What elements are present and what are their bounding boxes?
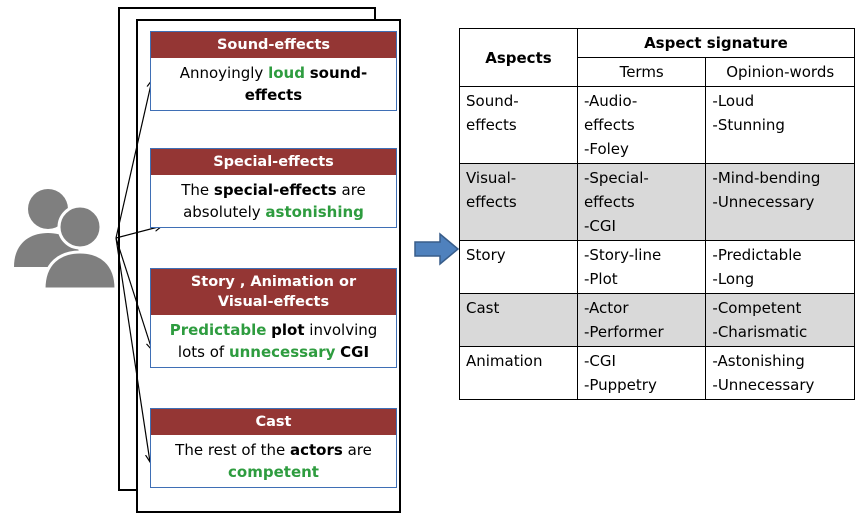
- card-header-special: Special-effects: [151, 149, 396, 175]
- card-text-cast: The rest of the actors are competent: [151, 435, 396, 487]
- header-line: Visual-effects: [217, 294, 330, 310]
- col-header-aspects: Aspects: [459, 28, 578, 87]
- card-text-sound: Annoyingly loud sound- effects: [151, 58, 396, 110]
- text: The rest of the: [175, 441, 290, 459]
- aspect-signature-table: Aspects Aspect signature Terms Opinion-w…: [459, 28, 855, 400]
- aspect-term: special-effects: [213, 181, 337, 199]
- cell-line: Cast: [466, 299, 500, 317]
- aspect-cell: Animation: [459, 346, 578, 400]
- terms-cell: -Actor -Performer: [576, 293, 707, 347]
- opinion-words-cell: -Competent -Charismatic: [705, 293, 855, 347]
- aspect-term: effects: [244, 86, 303, 104]
- aspect-cell: Cast: [459, 293, 578, 347]
- text: involving: [304, 321, 378, 339]
- cell-line: effects: [466, 116, 517, 134]
- cell-line: Visual-: [466, 169, 517, 187]
- table-row: Cast -Actor -Performer -Competent -Charismat…: [459, 293, 855, 347]
- cell-line: Sound-: [466, 92, 519, 110]
- right-arrow-icon: [414, 232, 460, 266]
- text: lots of: [177, 343, 229, 361]
- cell-line: -CGI: [583, 217, 616, 235]
- opinion-word: loud: [268, 64, 305, 82]
- cell-line: -Foley: [583, 140, 629, 158]
- cell-line: -Audio-: [583, 92, 638, 110]
- opinion-words-cell: -Loud -Stunning: [705, 86, 855, 164]
- terms-cell: -CGI -Puppetry: [576, 346, 707, 400]
- cell-line: -Unnecessary: [712, 193, 815, 211]
- review-card-cast: Cast The rest of the actors are competen…: [150, 408, 397, 488]
- terms-cell: -Special-effects -CGI: [576, 163, 707, 241]
- aspect-term: actors: [289, 441, 343, 459]
- cell-line: -Loud: [712, 92, 755, 110]
- text: absolutely: [183, 203, 266, 221]
- cell-line: -Performer: [583, 323, 664, 341]
- cell-line: Animation: [466, 352, 543, 370]
- cell-line: -Charismatic: [712, 323, 808, 341]
- table-row: Visual-effects -Special-effects -CGI -Mind-…: [459, 163, 855, 241]
- cell-line: -Special-: [583, 169, 649, 187]
- cell-line: -Plot: [583, 270, 618, 288]
- table-row: Story -Story-line -Plot -Predictable -Long: [459, 240, 855, 294]
- cell-line: -Unnecessary: [712, 376, 815, 394]
- text: Annoyingly: [179, 64, 269, 82]
- cell-line: -Long: [712, 270, 755, 288]
- card-text-story: Predictable plot involving lots of unnec…: [151, 315, 396, 367]
- header-line: Story , Animation or: [190, 274, 357, 290]
- text: are: [342, 441, 372, 459]
- review-card-special: Special-effects The special-effects are …: [150, 148, 397, 228]
- opinion-words-cell: -Astonishing -Unnecessary: [705, 346, 855, 400]
- group-header-aspect-signature: Aspect signature: [576, 28, 855, 58]
- opinion-words-cell: -Mind-bending -Unnecessary: [705, 163, 855, 241]
- opinion-word: unnecessary: [228, 343, 336, 361]
- cell-line: -Predictable: [712, 246, 802, 264]
- aspect-cell: Sound-effects: [459, 86, 578, 164]
- cell-line: effects: [583, 193, 635, 211]
- cell-line: effects: [466, 193, 517, 211]
- terms-cell: -Audio-effects -Foley: [576, 86, 707, 164]
- terms-cell: -Story-line -Plot: [576, 240, 707, 294]
- aspect-cell: Story: [459, 240, 578, 294]
- cell-line: -Puppetry: [583, 376, 657, 394]
- table-row: Sound-effects -Audio-effects -Foley -Loud -S…: [459, 86, 855, 164]
- table-body: Sound-effects -Audio-effects -Foley -Loud -S…: [459, 86, 855, 400]
- aspect-cell: Visual-effects: [459, 163, 578, 241]
- card-header-sound: Sound-effects: [151, 32, 396, 58]
- col-header-opinion-words: Opinion-words: [705, 57, 855, 87]
- card-header-story: Story , Animation or Visual-effects: [151, 269, 396, 315]
- col-header-terms: Terms: [576, 57, 707, 87]
- cell-line: effects: [583, 116, 635, 134]
- cell-line: -CGI: [583, 352, 616, 370]
- aspect-term: CGI: [340, 343, 370, 361]
- users-icon: [14, 189, 118, 291]
- card-header-cast: Cast: [151, 409, 396, 435]
- review-card-sound: Sound-effects Annoyingly loud sound- eff…: [150, 31, 397, 111]
- opinion-word: Predictable: [169, 321, 267, 339]
- cell-line: Story: [466, 246, 506, 264]
- aspect-term: plot: [271, 321, 305, 339]
- cell-line: -Actor: [583, 299, 629, 317]
- cell-line: -Mind-bending: [712, 169, 821, 187]
- cell-line: -Competent: [712, 299, 802, 317]
- table-row: Animation -CGI -Puppetry -Astonishing -Unnec…: [459, 346, 855, 400]
- cell-line: -Story-line: [583, 246, 662, 264]
- aspect-term: sound-: [309, 64, 368, 82]
- opinion-word: competent: [228, 463, 319, 481]
- review-card-story: Story , Animation or Visual-effects Pred…: [150, 268, 397, 368]
- card-text-special: The special-effects are absolutely aston…: [151, 175, 396, 227]
- cell-line: -Stunning: [712, 116, 785, 134]
- cell-line: -Astonishing: [712, 352, 805, 370]
- text: are: [336, 181, 366, 199]
- opinion-words-cell: -Predictable -Long: [705, 240, 855, 294]
- opinion-word: astonishing: [265, 203, 364, 221]
- text: The: [181, 181, 214, 199]
